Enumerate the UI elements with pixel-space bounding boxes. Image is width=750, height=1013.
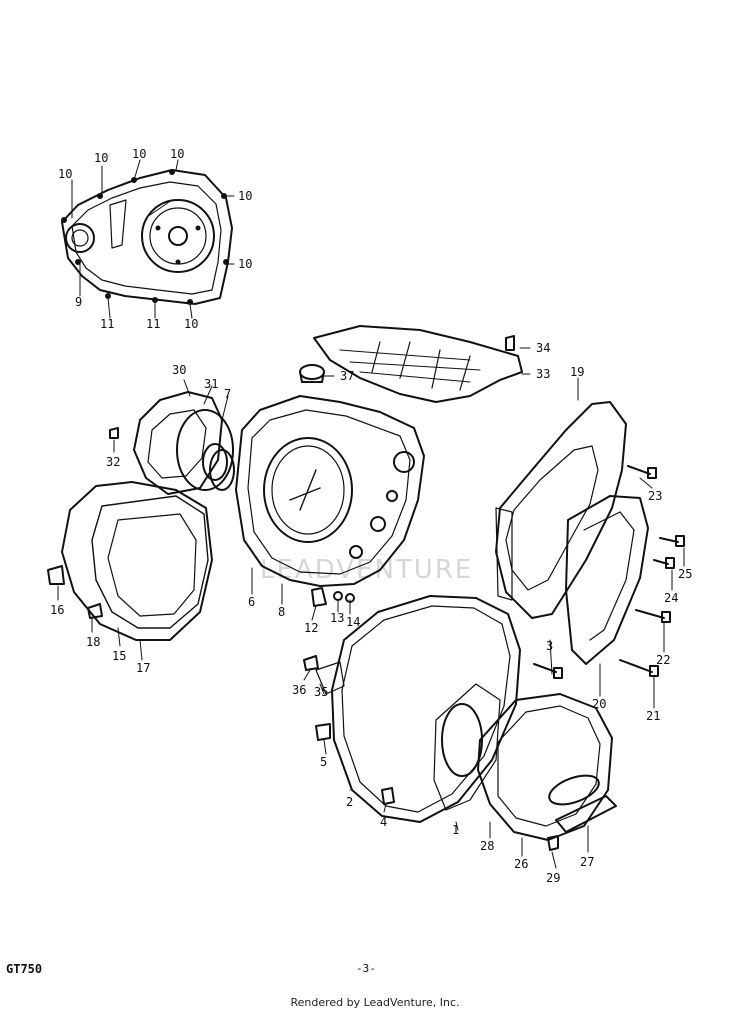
- callout-10: 10: [238, 189, 252, 203]
- oil-filler-cap: [299, 364, 325, 383]
- callout-36: 36: [292, 683, 306, 697]
- callout-26: 26: [514, 857, 528, 871]
- callout-31: 31: [204, 377, 218, 391]
- leader-lines: [57, 159, 685, 869]
- callout-22: 22: [656, 653, 670, 667]
- callout-23: 23: [648, 489, 662, 503]
- callout-17: 17: [136, 661, 150, 675]
- callout-9: 9: [75, 295, 82, 309]
- top-cover-plate: [313, 325, 523, 403]
- callout-10: 10: [132, 147, 146, 161]
- callout-10: 10: [184, 317, 198, 331]
- crankcase-cover-center: [235, 395, 425, 607]
- callout-3: 3: [546, 639, 553, 653]
- sprocket-cover: [495, 401, 627, 619]
- callout-13: 13: [330, 611, 344, 625]
- callout-24: 24: [664, 591, 678, 605]
- callout-2: 2: [346, 795, 353, 809]
- engine-side-cover: [303, 595, 521, 823]
- callout-33: 33: [536, 367, 550, 381]
- callout-7: 7: [224, 387, 231, 401]
- clutch-cover-group: [109, 391, 235, 495]
- callout-25: 25: [678, 567, 692, 581]
- callout-10: 10: [94, 151, 108, 165]
- callout-10: 10: [170, 147, 184, 161]
- callout-34: 34: [536, 341, 550, 355]
- callout-20: 20: [592, 697, 606, 711]
- credit-line: Rendered by LeadVenture, Inc.: [290, 996, 460, 1009]
- callout-10: 10: [238, 257, 252, 271]
- callout-29: 29: [546, 871, 560, 885]
- callout-12: 12: [304, 621, 318, 635]
- page-number: -3-: [356, 962, 376, 975]
- bolt-set: [533, 465, 685, 679]
- callout-21: 21: [646, 709, 660, 723]
- callout-30: 30: [172, 363, 186, 377]
- callout-10: 10: [58, 167, 72, 181]
- magneto-cover: [47, 481, 213, 641]
- callout-5: 5: [320, 755, 327, 769]
- callout-19: 19: [570, 365, 584, 379]
- callout-6: 6: [248, 595, 255, 609]
- callout-14: 14: [346, 615, 360, 629]
- callout-1: 1: [452, 823, 459, 837]
- callout-11: 11: [100, 317, 114, 331]
- callout-numbers: 10 10 10 10 10 10 9 11 11 10 34 33 37 19…: [50, 147, 692, 885]
- callout-4: 4: [380, 815, 387, 829]
- callout-32: 32: [106, 455, 120, 469]
- points-cover: [477, 693, 617, 851]
- callout-16: 16: [50, 603, 64, 617]
- callout-11: 11: [146, 317, 160, 331]
- side-cover-20: [565, 495, 649, 665]
- callout-27: 27: [580, 855, 594, 869]
- callout-18: 18: [86, 635, 100, 649]
- model-label: GT750: [6, 962, 43, 976]
- callout-37: 37: [340, 369, 354, 383]
- crankcase-cover-inset: [61, 169, 233, 305]
- callout-8: 8: [278, 605, 285, 619]
- callout-35: 35: [314, 685, 328, 699]
- callout-28: 28: [480, 839, 494, 853]
- callout-15: 15: [112, 649, 126, 663]
